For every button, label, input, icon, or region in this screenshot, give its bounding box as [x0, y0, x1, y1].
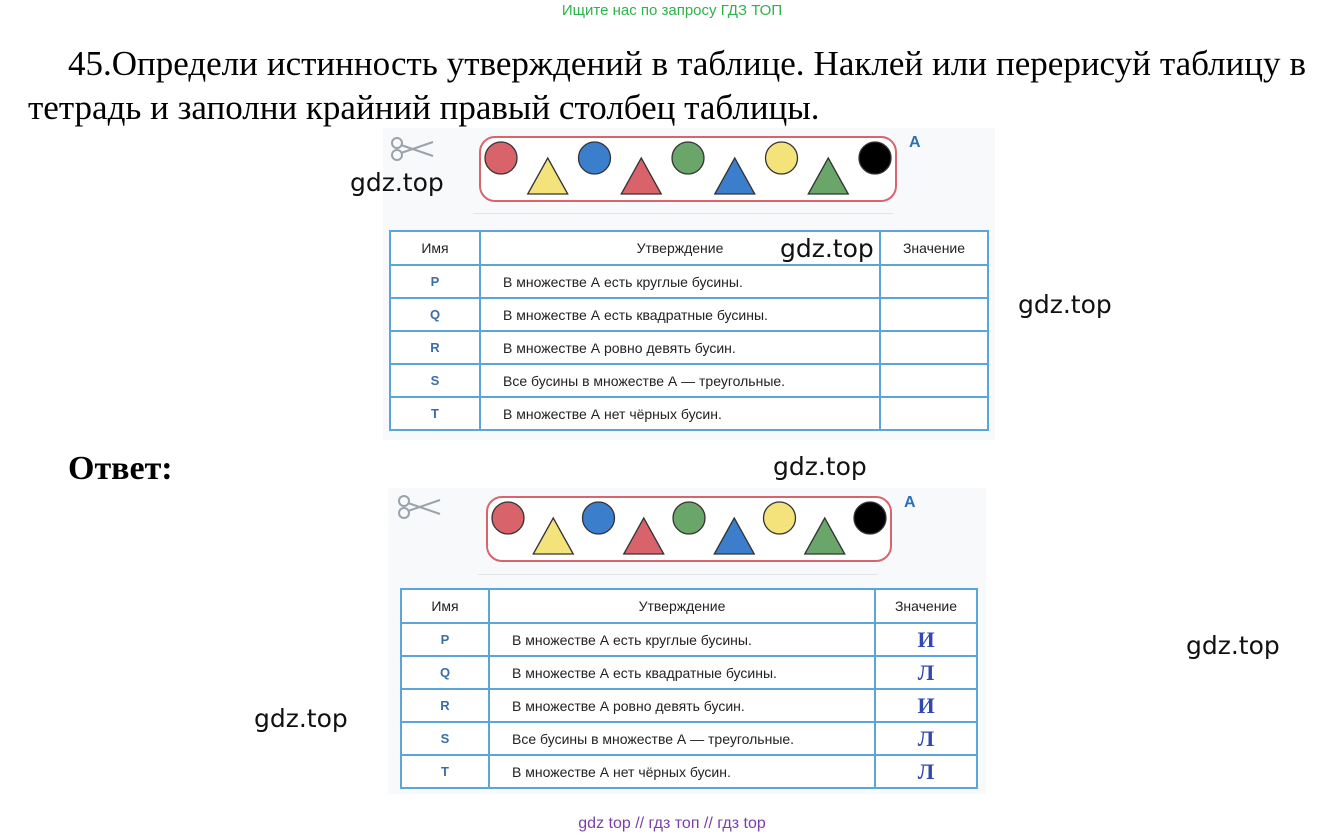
table-row: R В множестве А ровно девять бусин. И: [400, 688, 978, 723]
row-statement: В множестве А есть квадратные бусины.: [479, 297, 881, 332]
bead-set-box: [479, 136, 897, 202]
row-name: P: [400, 622, 490, 657]
triangle-bead: [803, 516, 846, 555]
watermark: gdz.top: [1186, 631, 1280, 660]
row-value: Л: [874, 754, 978, 789]
circle-bead: [672, 501, 706, 535]
footer-note: gdz top // гдз топ // гдз top: [578, 815, 766, 832]
answer-mark: И: [917, 626, 935, 652]
circle-bead: [581, 501, 616, 535]
row-value-empty: [879, 264, 989, 299]
set-label: A: [909, 134, 921, 151]
circle-bead: [484, 141, 518, 175]
row-statement: В множестве А есть квадратные бусины.: [488, 655, 876, 690]
table-row: Q В множестве А есть квадратные бусины.: [389, 297, 989, 332]
row-name: S: [389, 363, 481, 398]
answer-mark: Л: [917, 659, 935, 685]
circle-bead: [853, 501, 887, 535]
table-row: T В множестве А нет чёрных бусин. Л: [400, 754, 978, 789]
task-text: 45.Определи истинность утверждений в таб…: [28, 44, 1306, 127]
circle-bead: [764, 141, 799, 175]
row-value-empty: [879, 396, 989, 431]
watermark: gdz.top: [1018, 290, 1112, 319]
row-value-empty: [879, 363, 989, 398]
watermark: gdz.top: [254, 704, 348, 733]
row-name: R: [400, 688, 490, 723]
triangle-bead: [532, 516, 575, 555]
circle-bead: [671, 141, 705, 175]
answer-label: Ответ:: [68, 450, 173, 487]
beads: [491, 501, 887, 555]
answer-mark: И: [917, 692, 935, 718]
circle-bead: [858, 141, 892, 175]
triangle-bead: [622, 516, 665, 555]
row-statement: В множестве А ровно девять бусин.: [488, 688, 876, 723]
set-label: A: [904, 494, 916, 511]
row-name: T: [400, 754, 490, 789]
triangle-bead: [526, 156, 569, 195]
row-name: Q: [400, 655, 490, 690]
circle-bead: [762, 501, 797, 535]
scissors-icon: [398, 495, 441, 519]
row-value: И: [874, 688, 978, 723]
row-name: Q: [389, 297, 481, 332]
beads: [484, 141, 892, 195]
circle-bead: [491, 501, 525, 535]
row-name: T: [389, 396, 481, 431]
circle-bead: [577, 141, 612, 175]
triangle-bead: [807, 156, 850, 195]
statements-table: Имя Утверждение Значение P В множестве А…: [389, 230, 989, 431]
answer-mark: Л: [917, 758, 935, 784]
row-value-empty: [879, 330, 989, 365]
row-statement: Все бусины в множестве А — треугольные.: [488, 721, 876, 756]
task-illustration: A Имя Утверждение Значение P В множестве…: [383, 128, 995, 440]
bead-set-box: [486, 496, 892, 562]
row-statement: В множестве А ровно девять бусин.: [479, 330, 881, 365]
triangle-bead: [713, 516, 756, 555]
answer-mark: Л: [917, 725, 935, 751]
row-value-empty: [879, 297, 989, 332]
table-row: Q В множестве А есть квадратные бусины. …: [400, 655, 978, 690]
row-value: Л: [874, 721, 978, 756]
row-statement: В множестве А есть круглые бусины.: [479, 264, 881, 299]
table-row: S Все бусины в множестве А — треугольные…: [400, 721, 978, 756]
table-row: P В множестве А есть круглые бусины.: [389, 264, 989, 299]
row-statement: В множестве А есть круглые бусины.: [488, 622, 876, 657]
row-name: S: [400, 721, 490, 756]
answer-table: Имя Утверждение Значение P В множестве А…: [400, 588, 978, 789]
row-name: P: [389, 264, 481, 299]
watermark: gdz.top: [773, 452, 867, 481]
column-header-name: Имя: [389, 230, 481, 266]
table-row: T В множестве А нет чёрных бусин.: [389, 396, 989, 431]
header-note: Ищите нас по запросу ГДЗ ТОП: [561, 2, 783, 19]
row-name: R: [389, 330, 481, 365]
column-header-value: Значение: [879, 230, 989, 266]
row-statement: Все бусины в множестве А — треугольные.: [479, 363, 881, 398]
scissors-icon: [391, 137, 434, 161]
row-statement: В множестве А нет чёрных бусин.: [488, 754, 876, 789]
watermark: gdz.top: [350, 168, 444, 197]
answer-illustration: A Имя Утверждение Значение P В множестве…: [388, 488, 986, 794]
triangle-bead: [620, 156, 663, 195]
table-row: S Все бусины в множестве А — треугольные…: [389, 363, 989, 398]
row-value: Л: [874, 655, 978, 690]
table-row: P В множестве А есть круглые бусины. И: [400, 622, 978, 657]
triangle-bead: [713, 156, 756, 195]
column-header-statement: Утверждение: [479, 230, 881, 266]
column-header-name: Имя: [400, 588, 490, 624]
watermark: gdz.top: [780, 234, 874, 263]
row-statement: В множестве А нет чёрных бусин.: [479, 396, 881, 431]
row-value: И: [874, 622, 978, 657]
column-header-value: Значение: [874, 588, 978, 624]
table-row: R В множестве А ровно девять бусин.: [389, 330, 989, 365]
column-header-statement: Утверждение: [488, 588, 876, 624]
